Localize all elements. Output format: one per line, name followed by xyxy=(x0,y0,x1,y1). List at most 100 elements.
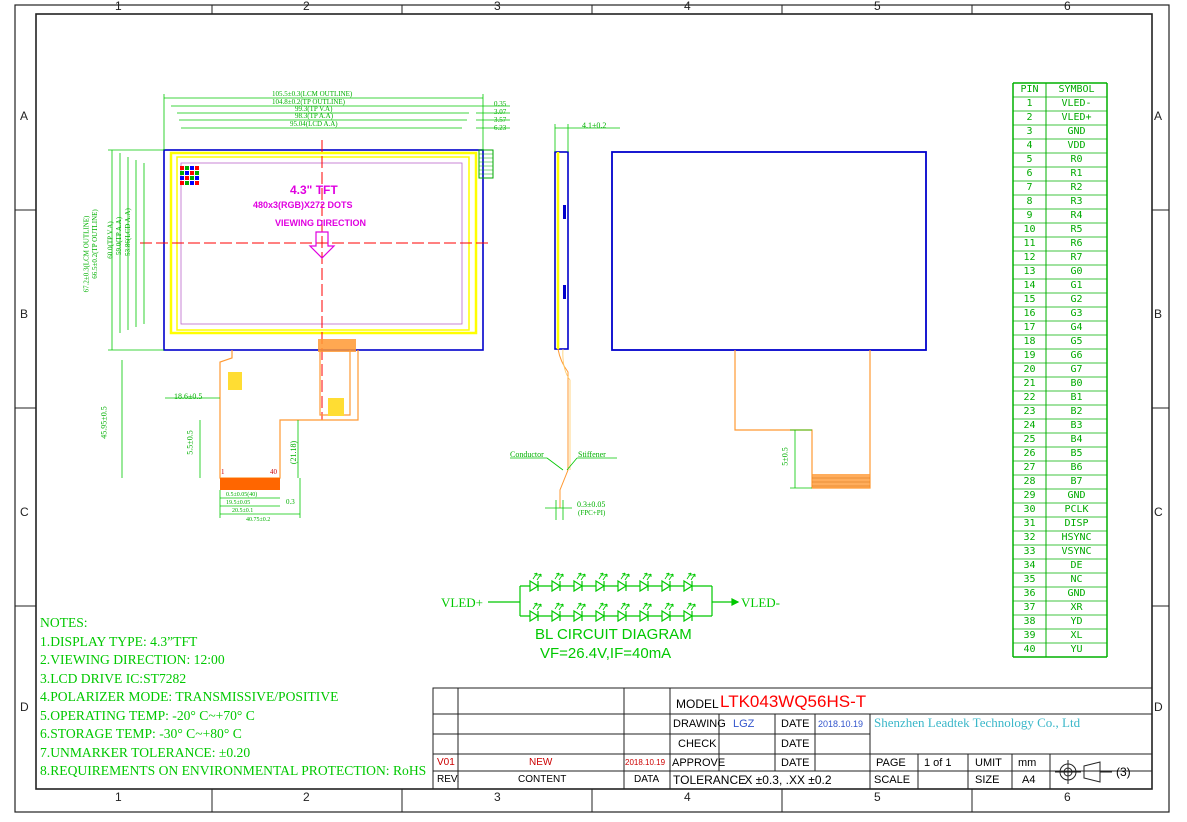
pin-number: 17 xyxy=(1023,322,1036,333)
pin-number: 7 xyxy=(1026,182,1033,193)
pin-symbol: G4 xyxy=(1070,322,1083,333)
content-label: CONTENT xyxy=(518,774,567,785)
dim-fpc-21: (21.18) xyxy=(289,440,299,465)
note-5: 5.OPERATING TEMP: -20° C~+70° C xyxy=(40,707,255,723)
zone-col-1-bot: 1 xyxy=(115,790,122,804)
fpc-gold-finger xyxy=(220,478,280,490)
pin-symbol: VSYNC xyxy=(1061,546,1092,557)
dim-right-3: 6.23 xyxy=(494,124,507,132)
dim-fpc-pitch: 0.5±0.05(40) xyxy=(226,492,258,498)
dim-fpc-bend: 5.5±0.5 xyxy=(185,430,195,455)
company-name: Shenzhen Leadtek Technology Co., Ltd xyxy=(874,715,1081,730)
dim-tp-va-height: 60.0(TP V.A) xyxy=(106,221,115,259)
pin-number: 9 xyxy=(1026,210,1033,221)
zone-col-4-top: 4 xyxy=(684,0,691,13)
pin-symbol: B3 xyxy=(1070,420,1083,431)
pin-symbol: DE xyxy=(1070,560,1083,571)
pin-symbol: GND xyxy=(1067,126,1086,137)
pin-symbol: YU xyxy=(1070,644,1083,655)
pin-symbol: B2 xyxy=(1070,406,1083,417)
dim-rear-fpc: 5±0.5 xyxy=(780,447,790,466)
dim-tp-width: 104.8±0.2(TP OUTLINE) xyxy=(272,98,345,106)
pin-number: 14 xyxy=(1023,280,1036,291)
led-icon xyxy=(683,572,696,593)
pin-number: 30 xyxy=(1023,504,1036,515)
content-value: NEW xyxy=(529,757,553,768)
pin-number: 15 xyxy=(1023,294,1036,305)
rear-body xyxy=(611,151,927,351)
dim-fpc-offset: 18.6±0.5 xyxy=(174,392,203,401)
pin-symbol: DISP xyxy=(1064,518,1089,529)
pin-number: 24 xyxy=(1023,420,1036,431)
pin-symbol: R3 xyxy=(1070,196,1083,207)
size-label: SIZE xyxy=(975,774,1000,786)
model-label: MODEL xyxy=(676,697,719,711)
drawing-label: DRAWING xyxy=(673,718,726,730)
led-icon xyxy=(529,602,542,623)
circuit-title: BL CIRCUIT DIAGRAM xyxy=(535,626,692,643)
zone-row-C-right: C xyxy=(1154,505,1163,519)
zone-ticks xyxy=(15,5,1169,812)
dim-right-0: 0.35 xyxy=(494,100,507,108)
pin-symbol: HSYNC xyxy=(1061,532,1092,543)
dim-lcm-width: 105.5±0.3(LCM OUTLINE) xyxy=(272,90,353,98)
dim-fpc-finger: 20.5±0.1 xyxy=(232,508,254,514)
pin-symbol: R7 xyxy=(1070,252,1083,263)
zone-col-2-bot: 2 xyxy=(303,790,310,804)
dim-tp-height: 66.5±0.2(TP OUTLINE) xyxy=(90,209,99,279)
note-7: 7.UNMARKER TOLERANCE: ±0.20 xyxy=(40,744,251,760)
pin-number: 5 xyxy=(1026,154,1033,165)
pin-number: 10 xyxy=(1023,224,1036,235)
pin-symbol: G1 xyxy=(1070,280,1083,291)
pin-symbol: G0 xyxy=(1070,266,1083,277)
led-icon xyxy=(639,572,652,593)
pin-symbol: R0 xyxy=(1070,154,1083,165)
dim-fpc-pins: 19.5±0.05 xyxy=(226,500,251,506)
pin-number: 37 xyxy=(1023,602,1036,613)
pin-symbol: R4 xyxy=(1070,210,1083,221)
pin-symbol: B1 xyxy=(1070,392,1083,403)
pin-symbol: VLED- xyxy=(1061,98,1092,109)
pin-symbol: B5 xyxy=(1070,448,1083,459)
zone-row-B-right: B xyxy=(1154,307,1163,321)
dimension-lines-right xyxy=(476,105,510,129)
pin-symbol: NC xyxy=(1070,574,1083,585)
dim-fpc-length: 45.95±0.5 xyxy=(99,406,109,439)
zone-row-D-right: D xyxy=(1154,700,1163,714)
zone-col-5-bot: 5 xyxy=(874,790,881,804)
dim-fpc-03: 0.3 xyxy=(286,498,295,506)
led-icon xyxy=(551,602,564,623)
check-date-label: DATE xyxy=(781,738,810,750)
drawing-value: LGZ xyxy=(733,718,755,730)
pin-symbol: XR xyxy=(1070,602,1083,613)
rev-label: REV. xyxy=(437,774,460,785)
dim-right-1: 3.07 xyxy=(494,108,507,116)
size-value: A4 xyxy=(1022,774,1036,786)
dim-thickness: 4.1±0.2 xyxy=(582,121,607,130)
drawing-date-label: DATE xyxy=(781,718,810,730)
zone-col-3-bot: 3 xyxy=(494,790,501,804)
pin-symbol: B6 xyxy=(1070,462,1083,473)
pin-number: 21 xyxy=(1023,378,1036,389)
fpc-ic xyxy=(328,398,344,416)
viewing-direction-label: VIEWING DIRECTION xyxy=(275,218,367,228)
dim-fpc-width: 40.75±0.2 xyxy=(246,517,271,523)
pin-number: 22 xyxy=(1023,392,1036,403)
fpc-pin1-label: 1 xyxy=(221,468,225,476)
pin-number: 11 xyxy=(1023,238,1036,249)
notes-heading: NOTES: xyxy=(40,615,88,630)
stiffener-label: Stiffener xyxy=(578,450,606,459)
zone-col-4-bot: 4 xyxy=(684,790,691,804)
fpc-note: (FPC+PI) xyxy=(578,509,606,517)
pin-symbol: GND xyxy=(1067,588,1086,599)
dimension-lines-top xyxy=(163,94,484,150)
pin-number: 3 xyxy=(1026,126,1033,137)
pin-number: 35 xyxy=(1023,574,1036,585)
pin-symbol: R2 xyxy=(1070,182,1083,193)
dim-tp-va-width: 99.3(TP V.A) xyxy=(295,105,333,113)
led-array xyxy=(529,572,696,623)
dim-lcd-aa-width: 95.04(LCD A.A) xyxy=(290,120,338,128)
dim-tp-aa-width: 98.3(TP A.A) xyxy=(295,112,334,120)
zone-row-A-left: A xyxy=(20,109,29,123)
zone-row-D-left: D xyxy=(20,700,29,714)
